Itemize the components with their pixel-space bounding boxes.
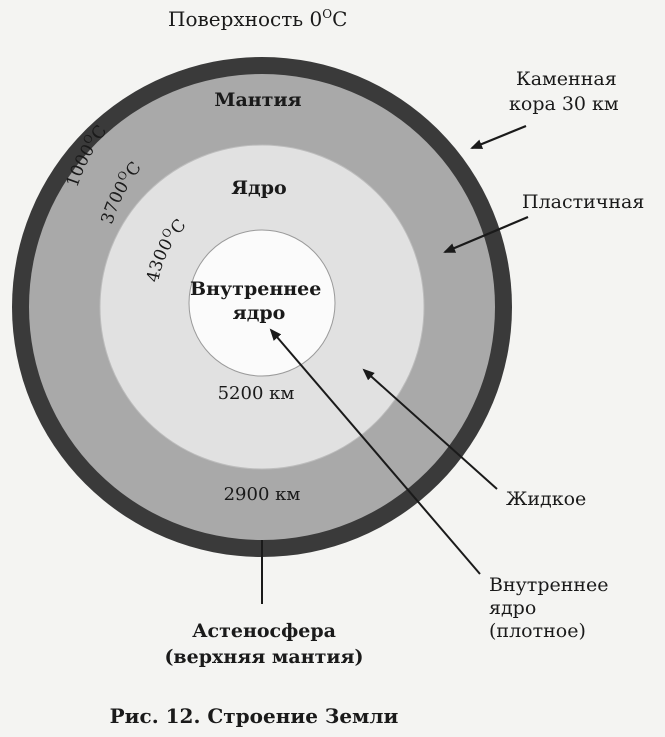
plastic-callout-label: Пластичная	[522, 191, 644, 213]
crust-arrow	[470, 124, 527, 150]
inner-core-layer	[188, 229, 336, 377]
mantle-label: Мантия	[214, 89, 301, 111]
asthenosphere-sublabel: (верхняя мантия)	[164, 646, 363, 668]
inner-core-arrow	[269, 328, 481, 575]
depth-2900-label: 2900 км	[224, 484, 301, 505]
crust-callout-label: Каменная кора 30 км	[509, 68, 623, 115]
asthenosphere-label: Астеносфера	[192, 620, 336, 642]
figure-caption: Рис. 12. Строение Земли	[110, 704, 399, 728]
surface-label: Поверхность 0OC	[168, 7, 347, 31]
inner-core-label: Внутреннее ядро	[190, 278, 328, 324]
liquid-arrow	[362, 368, 498, 490]
inner-core-callout-label: Внутреннее ядро (плотное)	[489, 574, 615, 642]
core-label: Ядро	[231, 177, 286, 199]
depth-5200-label: 5200 км	[218, 383, 295, 404]
liquid-callout-label: Жидкое	[506, 488, 586, 510]
plastic-arrow	[443, 215, 529, 254]
